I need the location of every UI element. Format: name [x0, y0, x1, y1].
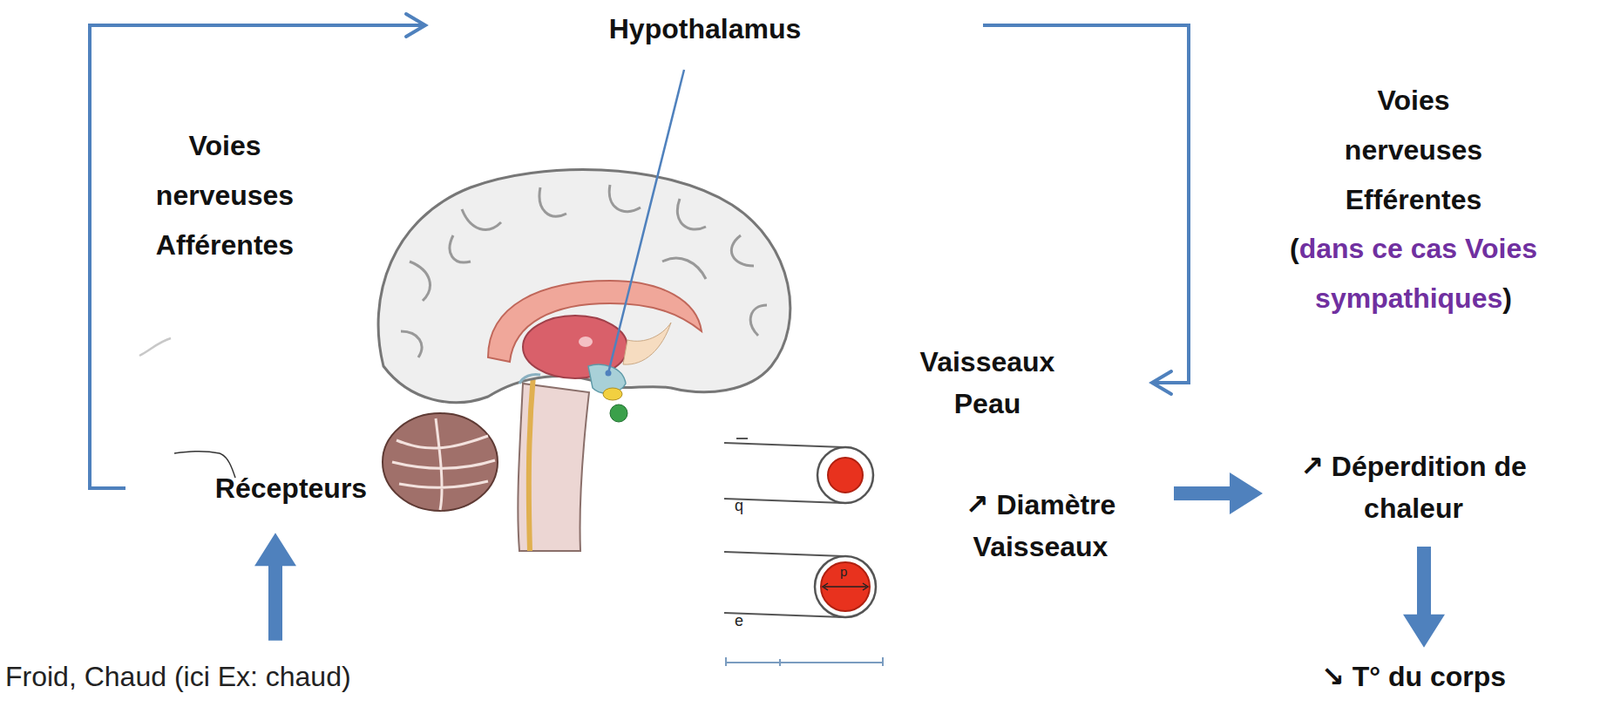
- vessel-mark: e: [734, 611, 744, 631]
- node-text: ↘ T° du corps: [1321, 659, 1506, 693]
- effect-label: ↗ Déperdition de chaleur: [1287, 445, 1540, 529]
- mammillary: [603, 387, 623, 400]
- arrow-connector: [254, 532, 297, 641]
- thalamus-spot: [578, 336, 593, 347]
- aqueduct: [519, 373, 541, 384]
- pituitary: [610, 404, 628, 422]
- node-text: Récepteurs: [215, 471, 367, 505]
- cerebrum: [378, 169, 791, 403]
- brainstem-band: [528, 374, 534, 551]
- pathway-label: Voies nerveuses Afférentes: [155, 129, 294, 261]
- stimulus-label: Froid, Chaud (ici Ex: chaud): [5, 659, 352, 693]
- cerebellum: [382, 413, 498, 511]
- effect-label: ↘ T° du corps: [1321, 659, 1506, 693]
- pathway-label: Voies nerveuses Efférentes: [1344, 84, 1483, 216]
- node-text: Hypothalamus: [609, 12, 801, 46]
- arrow-connector: [983, 25, 1189, 394]
- arrow-connector: [1173, 472, 1263, 515]
- nerve-fiber: [139, 338, 171, 356]
- vessel-mark: p: [839, 564, 848, 578]
- pathway-label: Voies nerveuses Efférentes: [1317, 75, 1510, 225]
- leader-dot: [605, 370, 612, 377]
- hypothalamus-label: Hypothalamus: [425, 12, 984, 46]
- bracket-text: (: [1289, 232, 1300, 265]
- fornix: [623, 322, 672, 365]
- vessel-label: Vaisseaux Peau: [904, 340, 1149, 425]
- node-text: ↗ Déperdition de chaleur: [1287, 445, 1540, 529]
- pathway-note: dans ce cas Voies sympathiques: [1299, 232, 1538, 314]
- arrow-connector: [1403, 546, 1445, 648]
- arrow-connector: [89, 13, 426, 489]
- receptor-label: Récepteurs: [130, 471, 367, 505]
- effect-label: ↗ Diamètre Vaisseaux: [931, 483, 1150, 568]
- vessel-drawing: [724, 438, 883, 666]
- bracket-text: ): [1502, 282, 1512, 314]
- pathway-label: (dans ce cas Voies sympathiques): [1252, 223, 1575, 324]
- node-text: ↗ Diamètre Vaisseaux: [931, 483, 1150, 568]
- node-text: Froid, Chaud (ici Ex: chaud): [5, 659, 352, 693]
- cerebellum-folds: [392, 418, 495, 510]
- vessel-mark: q: [734, 496, 744, 516]
- node-text: Vaisseaux Peau: [904, 340, 1071, 425]
- leader-line: [608, 69, 685, 373]
- pathway-label: Voies nerveuses Afférentes: [128, 121, 321, 271]
